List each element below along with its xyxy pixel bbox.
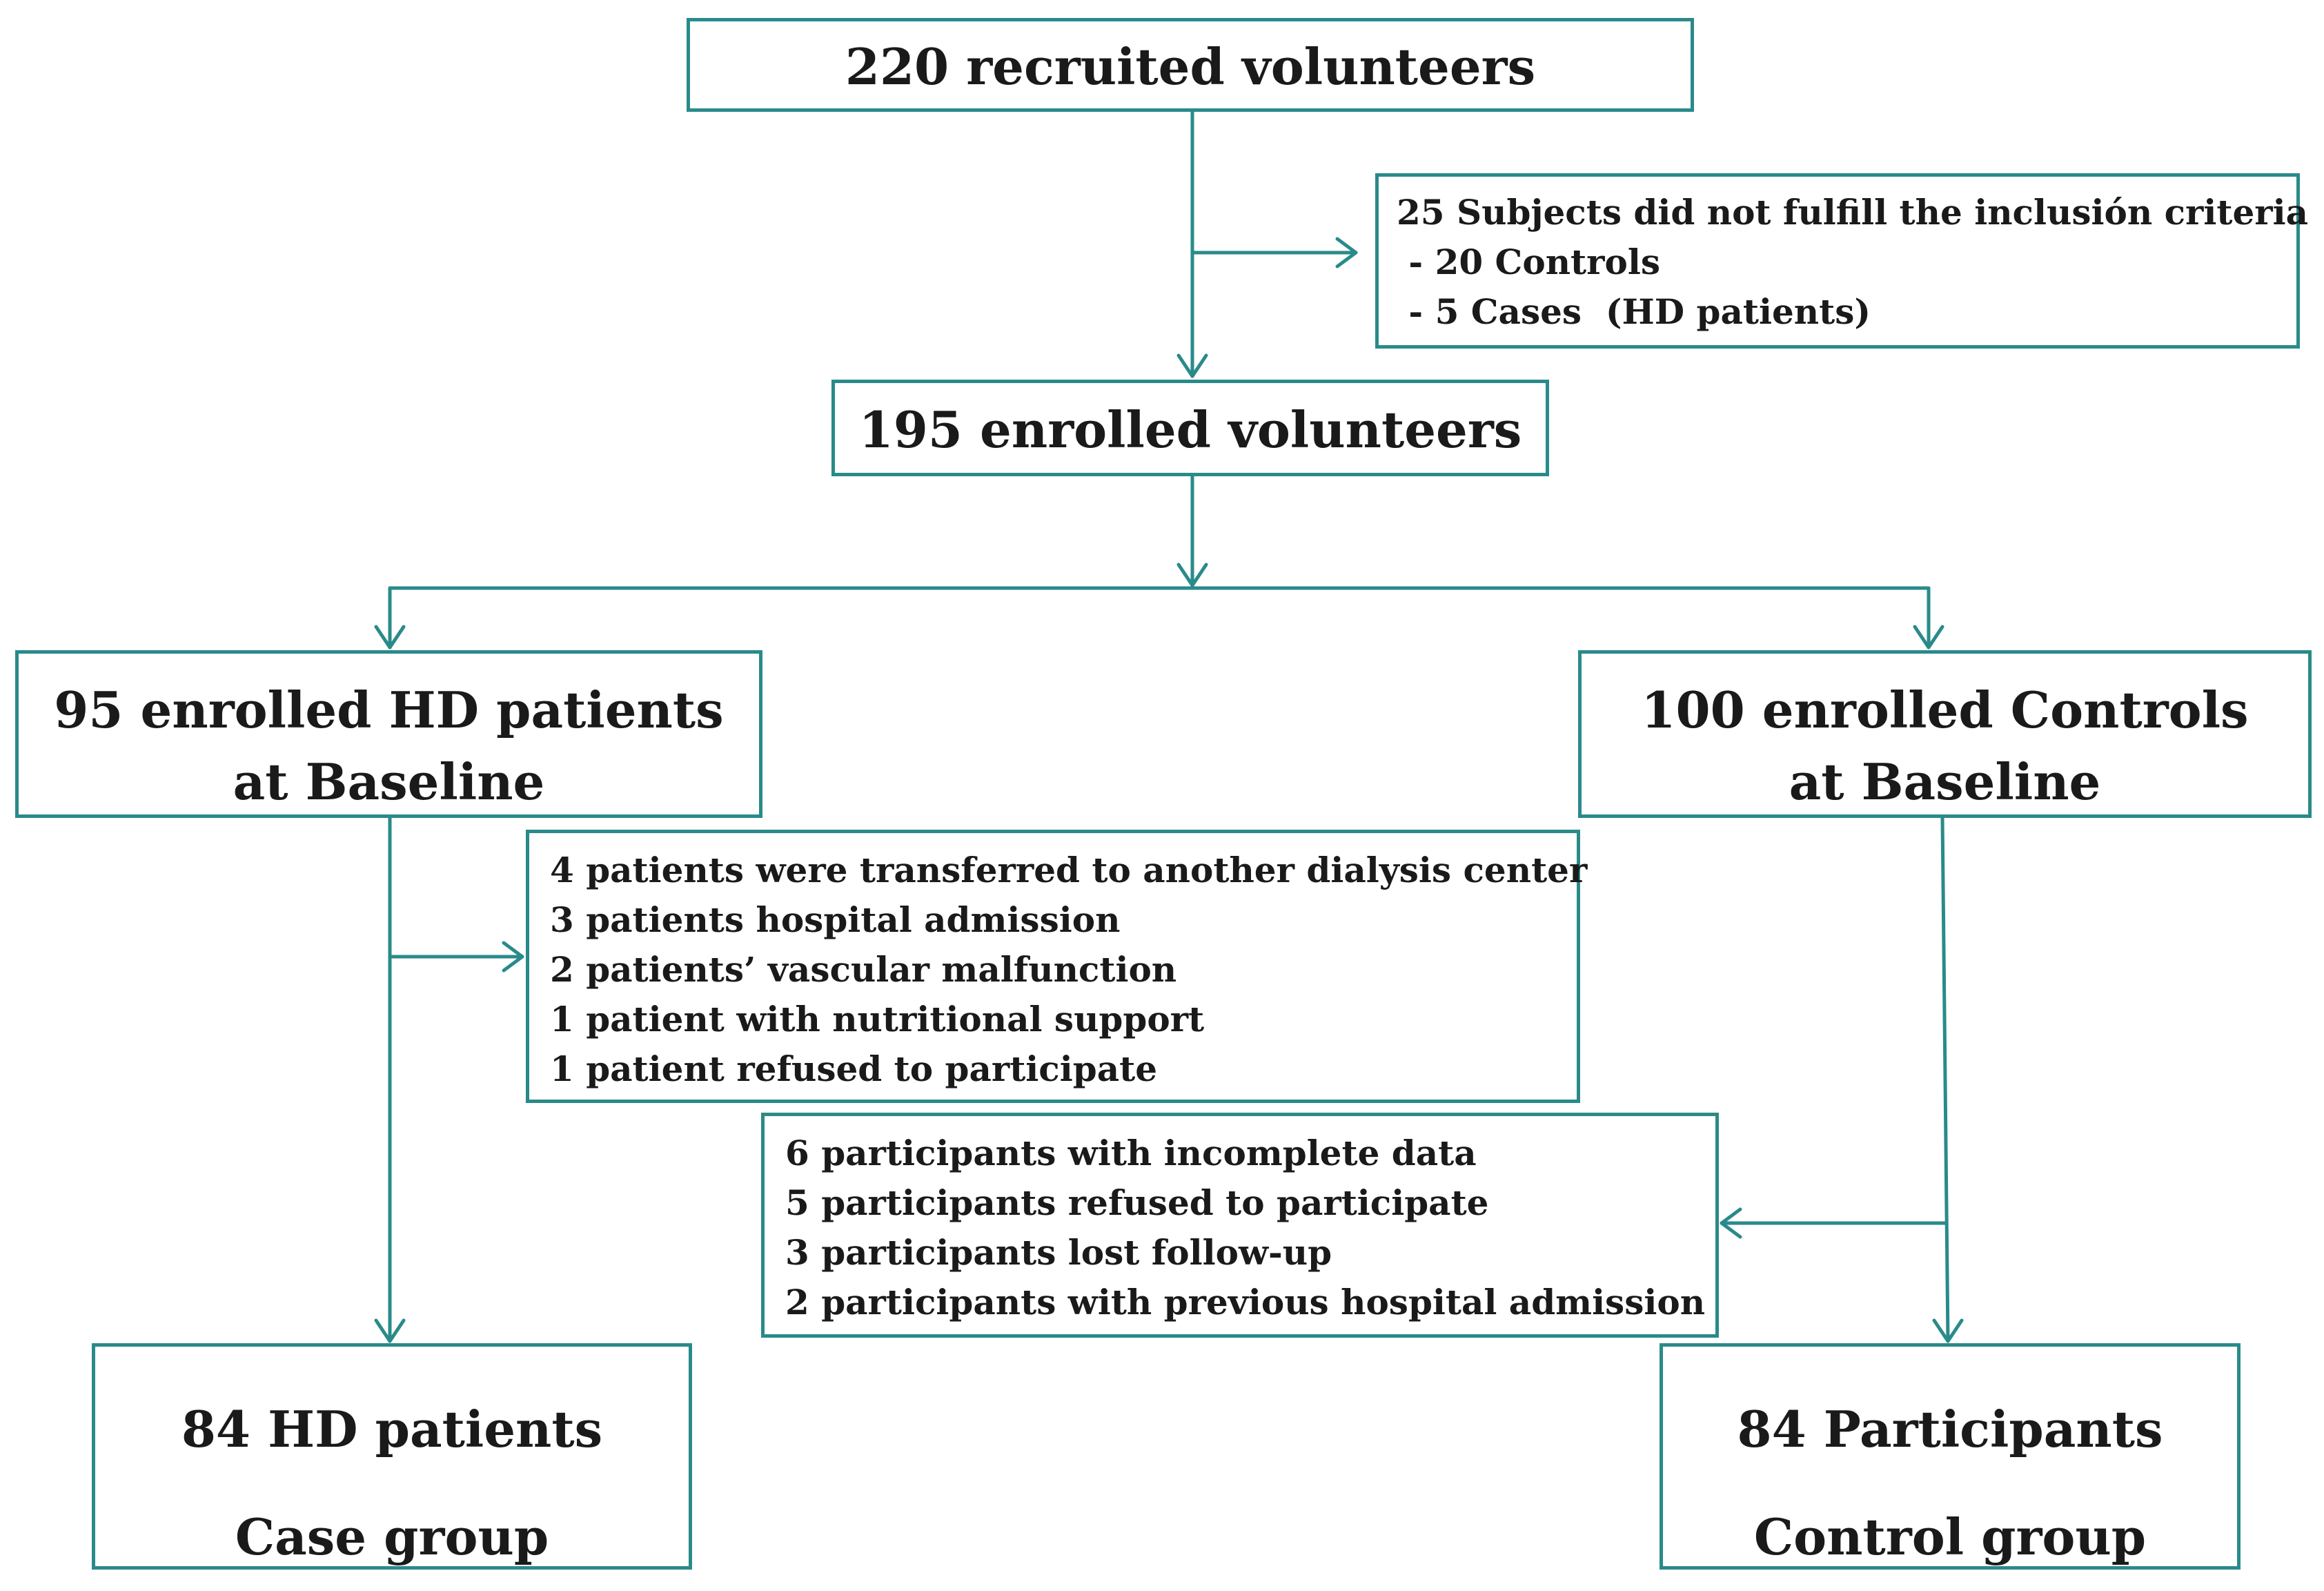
recruited-volunteers-label: 220 recruited volunteers — [845, 37, 1536, 96]
hd-dropouts-box: 4 patients were transferred to another d… — [526, 830, 1588, 1103]
hd-baseline-line-2: at Baseline — [233, 752, 545, 811]
arrowhead-split — [1176, 563, 1208, 587]
arrowhead-control-group — [1932, 1318, 1964, 1343]
controls-baseline-box: 100 enrolled Controls at Baseline — [1578, 650, 2312, 818]
control-group-label: Control group — [1753, 1507, 2147, 1566]
recruited-volunteers-box: 220 recruited volunteers — [687, 18, 1694, 112]
hd-dropout-item: 1 patient with nutritional support — [550, 999, 1205, 1039]
case-group-box: 84 HD patients Case group — [92, 1343, 692, 1570]
hd-dropout-item: 4 patients were transferred to another d… — [550, 850, 1588, 890]
hd-baseline-line-1: 95 enrolled HD patients — [54, 681, 724, 739]
case-group-count: 84 HD patients — [181, 1400, 603, 1458]
excluded-cases: - 5 Cases (HD patients) — [1397, 291, 1871, 332]
excluded-summary: 25 Subjects did not fulfill the inclusió… — [1397, 192, 2309, 233]
controls-baseline-line-1: 100 enrolled Controls — [1641, 681, 2249, 739]
hd-dropout-item: 1 patient refused to participate — [550, 1048, 1158, 1089]
arrowhead-excluded — [1335, 237, 1358, 269]
control-dropout-item: 3 participants lost follow-up — [785, 1232, 1332, 1273]
control-dropout-item: 5 participants refused to participate — [785, 1182, 1489, 1223]
arrowhead-case-group — [374, 1318, 406, 1343]
arrowhead-enrolled — [1176, 353, 1208, 378]
control-group-count: 84 Participants — [1737, 1400, 2163, 1458]
excluded-subjects-box: 25 Subjects did not fulfill the inclusió… — [1375, 173, 2309, 349]
arrowhead-hd-dropouts — [502, 941, 524, 973]
arrowhead-hd-baseline — [374, 625, 406, 650]
excluded-controls: - 20 Controls — [1397, 242, 1660, 282]
arrowhead-controls-baseline — [1913, 625, 1944, 650]
enrolled-volunteers-label: 195 enrolled volunteers — [858, 400, 1522, 459]
control-dropouts-box: 6 participants with incomplete data 5 pa… — [761, 1113, 1719, 1338]
control-group-box: 84 Participants Control group — [1660, 1343, 2241, 1570]
case-group-label: Case group — [235, 1507, 549, 1566]
hd-dropout-item: 3 patients hospital admission — [550, 899, 1121, 940]
controls-baseline-line-2: at Baseline — [1789, 752, 2101, 811]
enrolled-volunteers-box: 195 enrolled volunteers — [831, 380, 1549, 476]
arrow-controls-to-control-group — [1940, 816, 1950, 1343]
control-dropout-item: 2 participants with previous hospital ad… — [785, 1282, 1706, 1322]
control-dropout-item: 6 participants with incomplete data — [785, 1133, 1477, 1173]
hd-dropout-item: 2 patients’ vascular malfunction — [550, 949, 1177, 990]
hd-baseline-box: 95 enrolled HD patients at Baseline — [15, 650, 762, 818]
arrowhead-control-dropouts — [1720, 1207, 1742, 1239]
